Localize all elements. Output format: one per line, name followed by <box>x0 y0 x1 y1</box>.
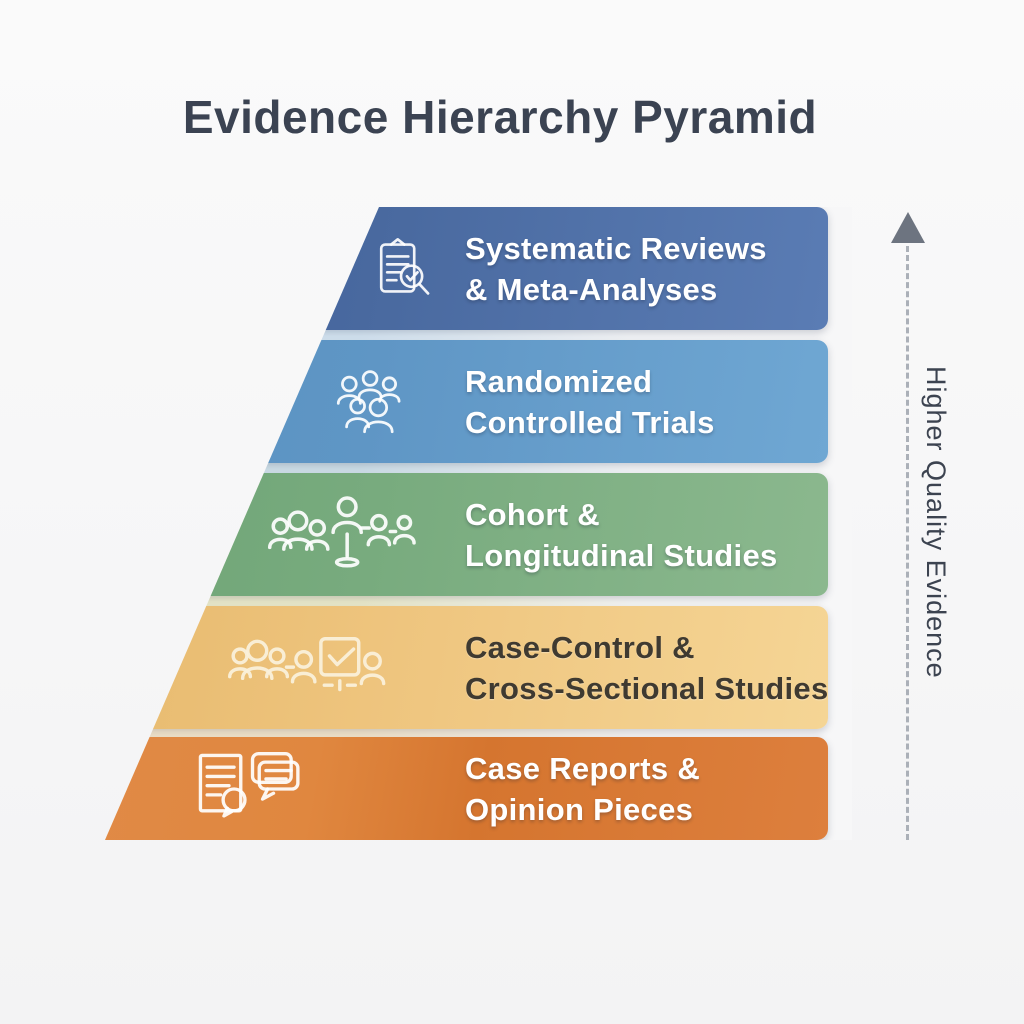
page-title: Evidence Hierarchy Pyramid <box>182 91 818 143</box>
cohort-people-timeline-icon <box>260 491 422 579</box>
people-group-icon <box>330 358 406 446</box>
axis-label: Higher Quality Evidence <box>921 366 951 679</box>
tier-label: Cohort & Longitudinal Studies <box>465 494 778 576</box>
tier-label: Case Reports & Opinion Pieces <box>465 748 700 830</box>
arrow-up-icon <box>891 212 925 243</box>
tier-systematic-reviews: Systematic Reviews & Meta-Analyses <box>105 207 828 330</box>
tier-label-line: Randomized <box>465 363 653 399</box>
evidence-pyramid: Systematic Reviews & Meta-Analyses <box>105 207 852 840</box>
document-speech-bubbles-icon <box>186 747 314 831</box>
tier-label-line: Case-Control & <box>465 629 695 665</box>
tier-label-line: Controlled Trials <box>465 404 715 440</box>
tier-label-line: Case Reports & <box>465 750 701 786</box>
tier-cohort-longitudinal-studies: Cohort & Longitudinal Studies <box>105 473 828 596</box>
tier-label-line: Cohort & <box>465 496 600 532</box>
axis-dashed-line <box>906 246 909 840</box>
tier-label: Systematic Reviews & Meta-Analyses <box>465 228 767 310</box>
tier-label: Case-Control & Cross-Sectional Studies <box>465 627 829 709</box>
clipboard-checklist-magnifier-icon <box>370 227 436 311</box>
tier-case-reports-opinion: Case Reports & Opinion Pieces <box>105 737 828 840</box>
tier-randomized-controlled-trials: Randomized Controlled Trials <box>105 340 828 463</box>
tier-label-line: Systematic Reviews <box>465 230 767 266</box>
tier-label: Randomized Controlled Trials <box>465 361 715 443</box>
tier-label-line: Opinion Pieces <box>465 791 694 827</box>
tier-label-line: Longitudinal Studies <box>465 537 778 573</box>
tier-label-line: & Meta-Analyses <box>465 271 718 307</box>
people-checkbox-icon <box>222 625 406 711</box>
tier-case-control-cross-sectional: Case-Control & Cross-Sectional Studies <box>105 606 829 729</box>
tier-label-line: Cross-Sectional Studies <box>465 670 829 706</box>
